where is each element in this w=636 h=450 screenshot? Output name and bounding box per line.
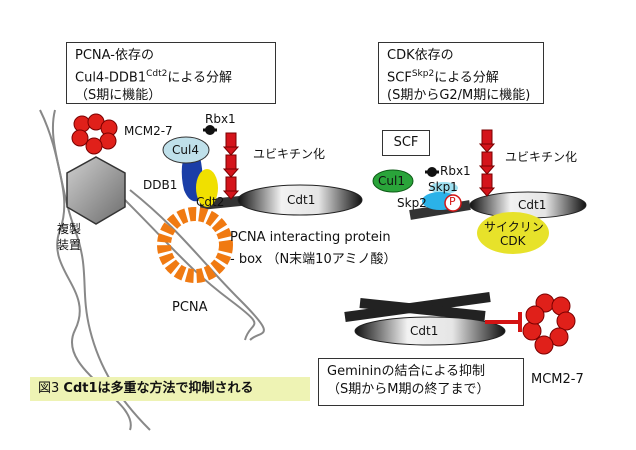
pcna-pathway-phase: （S期に機能） (75, 88, 162, 104)
geminin-dimer (359, 298, 486, 321)
cdt1-bottom-label: Cdt1 (410, 324, 439, 338)
cdt1-bottom-body (354, 316, 506, 346)
pcna-pathway-box: PCNA-依存の Cul4-DDB1Cdt2による分解 （S期に機能） (66, 42, 276, 104)
cdk-pathway-phase: (S期からG2/M期に機能) (387, 88, 531, 104)
cdk-pathway-box: CDK依存の SCFSkp2による分解 (S期からG2/M期に機能) (378, 42, 544, 104)
skp1-label: Skp1 (428, 180, 458, 194)
inhibition-arrow (485, 312, 522, 332)
cdt1-left-body (237, 184, 363, 216)
pcna-ring (157, 207, 233, 283)
cdt1-left-label: Cdt1 (287, 193, 316, 207)
phospho-circle (444, 194, 462, 212)
mcm-bottom-label: MCM2-7 (531, 372, 584, 387)
pcna-label: PCNA (172, 300, 208, 315)
cul1-label: Cul1 (378, 174, 405, 188)
cdk-label: CDK (500, 234, 526, 248)
caption-text: Cdt1は多重な方法で抑制される (63, 381, 254, 396)
scf-label: SCF (393, 135, 419, 150)
skp1-shape (430, 182, 458, 194)
ubiquitin-left-label: ユビキチン化 (253, 147, 326, 161)
mcm-ring-bottom (522, 293, 576, 355)
ddb1-label: DDB1 (143, 178, 178, 192)
cyclin-label: サイクリン (484, 220, 544, 234)
rbx1-left-label: Rbx1 (205, 112, 236, 126)
phospho-label: P (449, 195, 456, 208)
cdk-pathway-suffix: による分解 (434, 70, 499, 86)
pcna-pathway-suffix: による分解 (167, 70, 232, 86)
ubiquitin-right-label: ユビキチン化 (505, 150, 578, 164)
cul4-label: Cul4 (172, 143, 199, 157)
pip-box-label-line2: - box （N末端10アミノ酸） (230, 252, 397, 267)
rbx1-right-label: Rbx1 (440, 164, 471, 178)
mcm-ring-top (71, 113, 118, 155)
skp2-label: Skp2 (397, 196, 427, 210)
cdt1-right-label: Cdt1 (518, 198, 547, 212)
ubiquitin-chain-left (222, 132, 240, 200)
dna-strand (129, 189, 265, 341)
pcna-pathway-ligase: Cul4-DDB1 (75, 70, 147, 86)
cyclin-cdk-shape (477, 212, 549, 254)
cdt2-label: Cdt2 (196, 195, 225, 209)
replication-label-line1: 複製 (57, 222, 82, 236)
geminin-phase: （S期からM期の終了まで） (327, 382, 490, 397)
figure-caption: 図3 Cdt1は多重な方法で抑制される (30, 377, 310, 401)
pcna-pathway-title: PCNA-依存の (75, 48, 154, 63)
caption-prefix: 図3 (38, 381, 60, 396)
pcna-pathway-ligase-sup: Cdt2 (146, 69, 168, 79)
cdt2-shape (196, 169, 218, 207)
cdk-pathway-ligase-sup: Skp2 (411, 69, 435, 79)
cul1-shape (372, 169, 414, 193)
geminin-title: Gemininの結合による抑制 (327, 364, 486, 379)
cdk-pathway-ligase: SCF (387, 70, 412, 86)
ubiquitin-chain-right (478, 129, 496, 197)
mcm-top-label: MCM2-7 (124, 124, 173, 138)
replication-machinery-hexagon (66, 156, 126, 225)
geminin-box: Gemininの結合による抑制 （S期からM期の終了まで） (318, 358, 524, 406)
scf-box: SCF (382, 130, 430, 156)
cdk-pathway-title: CDK依存の (387, 48, 454, 63)
replication-label-line2: 装置 (57, 238, 82, 252)
cul4-shape (162, 136, 210, 164)
pip-box-label-line1: PCNA interacting protein (230, 230, 391, 245)
